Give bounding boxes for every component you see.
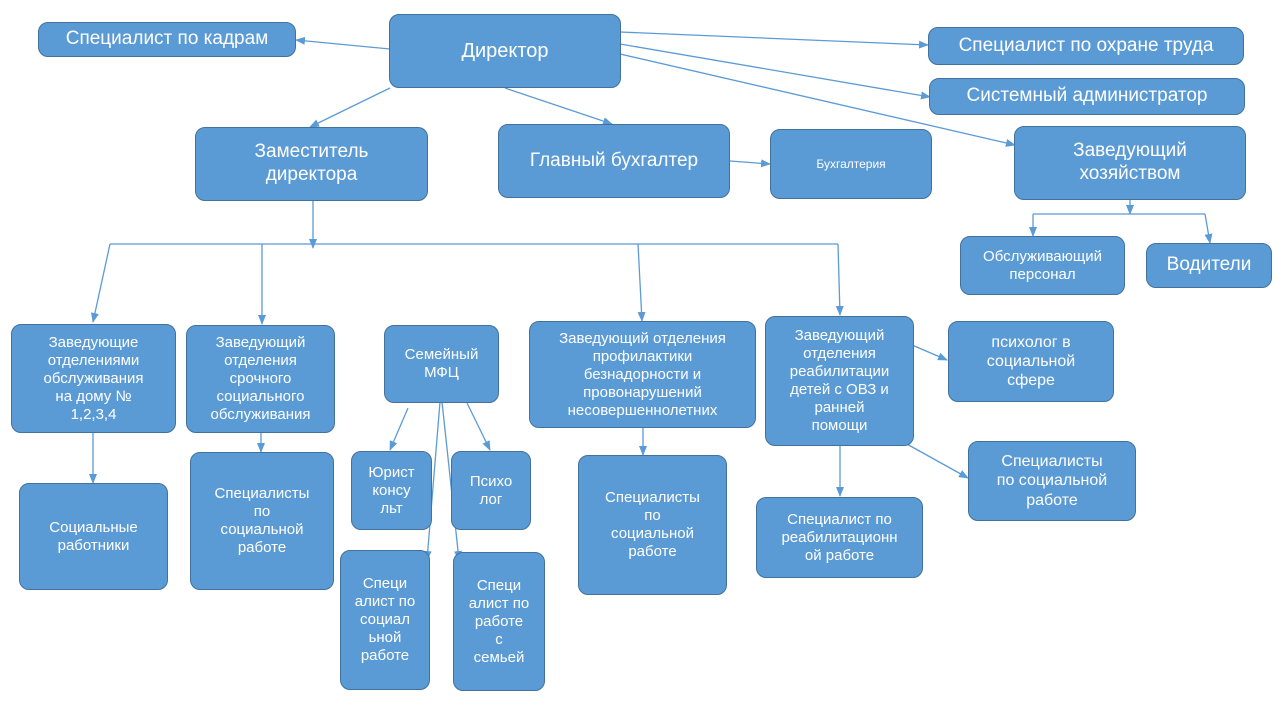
hr-specialist-box: Специалист по кадрам [38,22,296,57]
link-chief-accounting [729,159,771,168]
link-rehab-social-specialists [904,442,969,479]
legal-consultant-box: Юрист консу льт [351,451,432,530]
link-rehab-psychologist [911,344,948,361]
safety-specialist-box: Специалист по охране труда [928,27,1244,65]
mfc-social-specialist-box: Специ алист по социал ьной работе [340,550,430,690]
service-staff-box: Обслуживающий персонал [960,236,1125,295]
link-director-safety [619,31,929,49]
link-deputy-prevention [637,243,646,322]
link-mfc-psychologist [466,402,491,451]
accounting-box: Бухгалтерия [770,129,932,199]
sysadmin-box: Системный администратор [929,78,1245,115]
chief-accountant-box: Главный бухгалтер [498,124,730,198]
link-director-household [619,53,1016,147]
prevention-social-specialists-box: Специалисты по социальной работе [578,455,727,595]
home-service-heads-box: Заведующие отделениями обслуживания на д… [11,324,176,433]
link-mfc-lawyer [389,407,409,451]
deputy-director-box: Заместитель директора [195,127,428,201]
director-box: Директор [389,14,621,88]
drivers-box: Водители [1146,243,1272,288]
link-director-chief-accountant [504,87,613,125]
rehab-head-box: Заведующий отделения реабилитации детей … [765,316,914,446]
rehab-specialist-box: Специалист по реабилитационн ой работе [756,497,923,578]
urgent-social-specialists-box: Специалисты по социальной работе [190,452,334,590]
urgent-service-head-box: Заведующий отделения срочного социальног… [186,325,335,433]
link-deputy-rehab [835,243,844,316]
link-director-hr [295,36,391,50]
family-mfc-box: Семейный МФЦ [384,325,499,403]
social-psychologist-box: психолог в социальной сфере [948,321,1114,402]
link-mfc-social-specialist [423,401,441,561]
rehab-social-specialists-box: Специалисты по социальной работе [968,441,1136,521]
household-manager-box: Заведующий хозяйством [1014,126,1246,200]
link-household-drivers [1204,213,1213,244]
link-director-sysadmin [619,43,931,100]
social-workers-box: Социальные работники [19,483,168,590]
prevention-head-box: Заведующий отделения профилактики безнад… [529,321,756,428]
psychologist-box: Психо лог [451,451,531,530]
link-director-deputy [309,87,391,128]
family-work-specialist-box: Специ алист по работе с семьей [453,552,545,691]
link-deputy-home [91,243,111,323]
link-mfc-family-specialist [441,401,463,561]
